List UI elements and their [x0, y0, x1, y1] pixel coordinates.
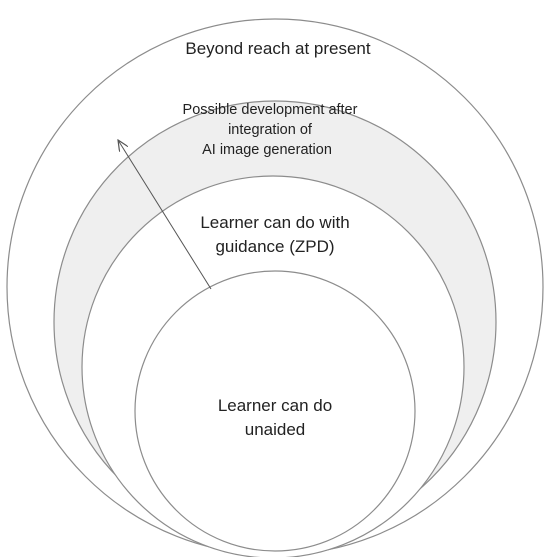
- unaided-label-line-2: unaided: [245, 420, 306, 439]
- possible-development-label-line-1: Possible development after: [183, 102, 358, 118]
- zpd-label-line-1: Learner can do with: [200, 213, 349, 232]
- zpd-label-line-2: guidance (ZPD): [215, 237, 334, 256]
- possible-development-label-line-3: AI image generation: [202, 142, 332, 158]
- development-arrow: [118, 140, 212, 290]
- unaided-label-line-1: Learner can do: [218, 396, 332, 415]
- beyond-reach-label: Beyond reach at present: [185, 39, 371, 58]
- possible-development-label-line-2: integration of: [228, 122, 313, 138]
- unaided-circle: [134, 270, 416, 552]
